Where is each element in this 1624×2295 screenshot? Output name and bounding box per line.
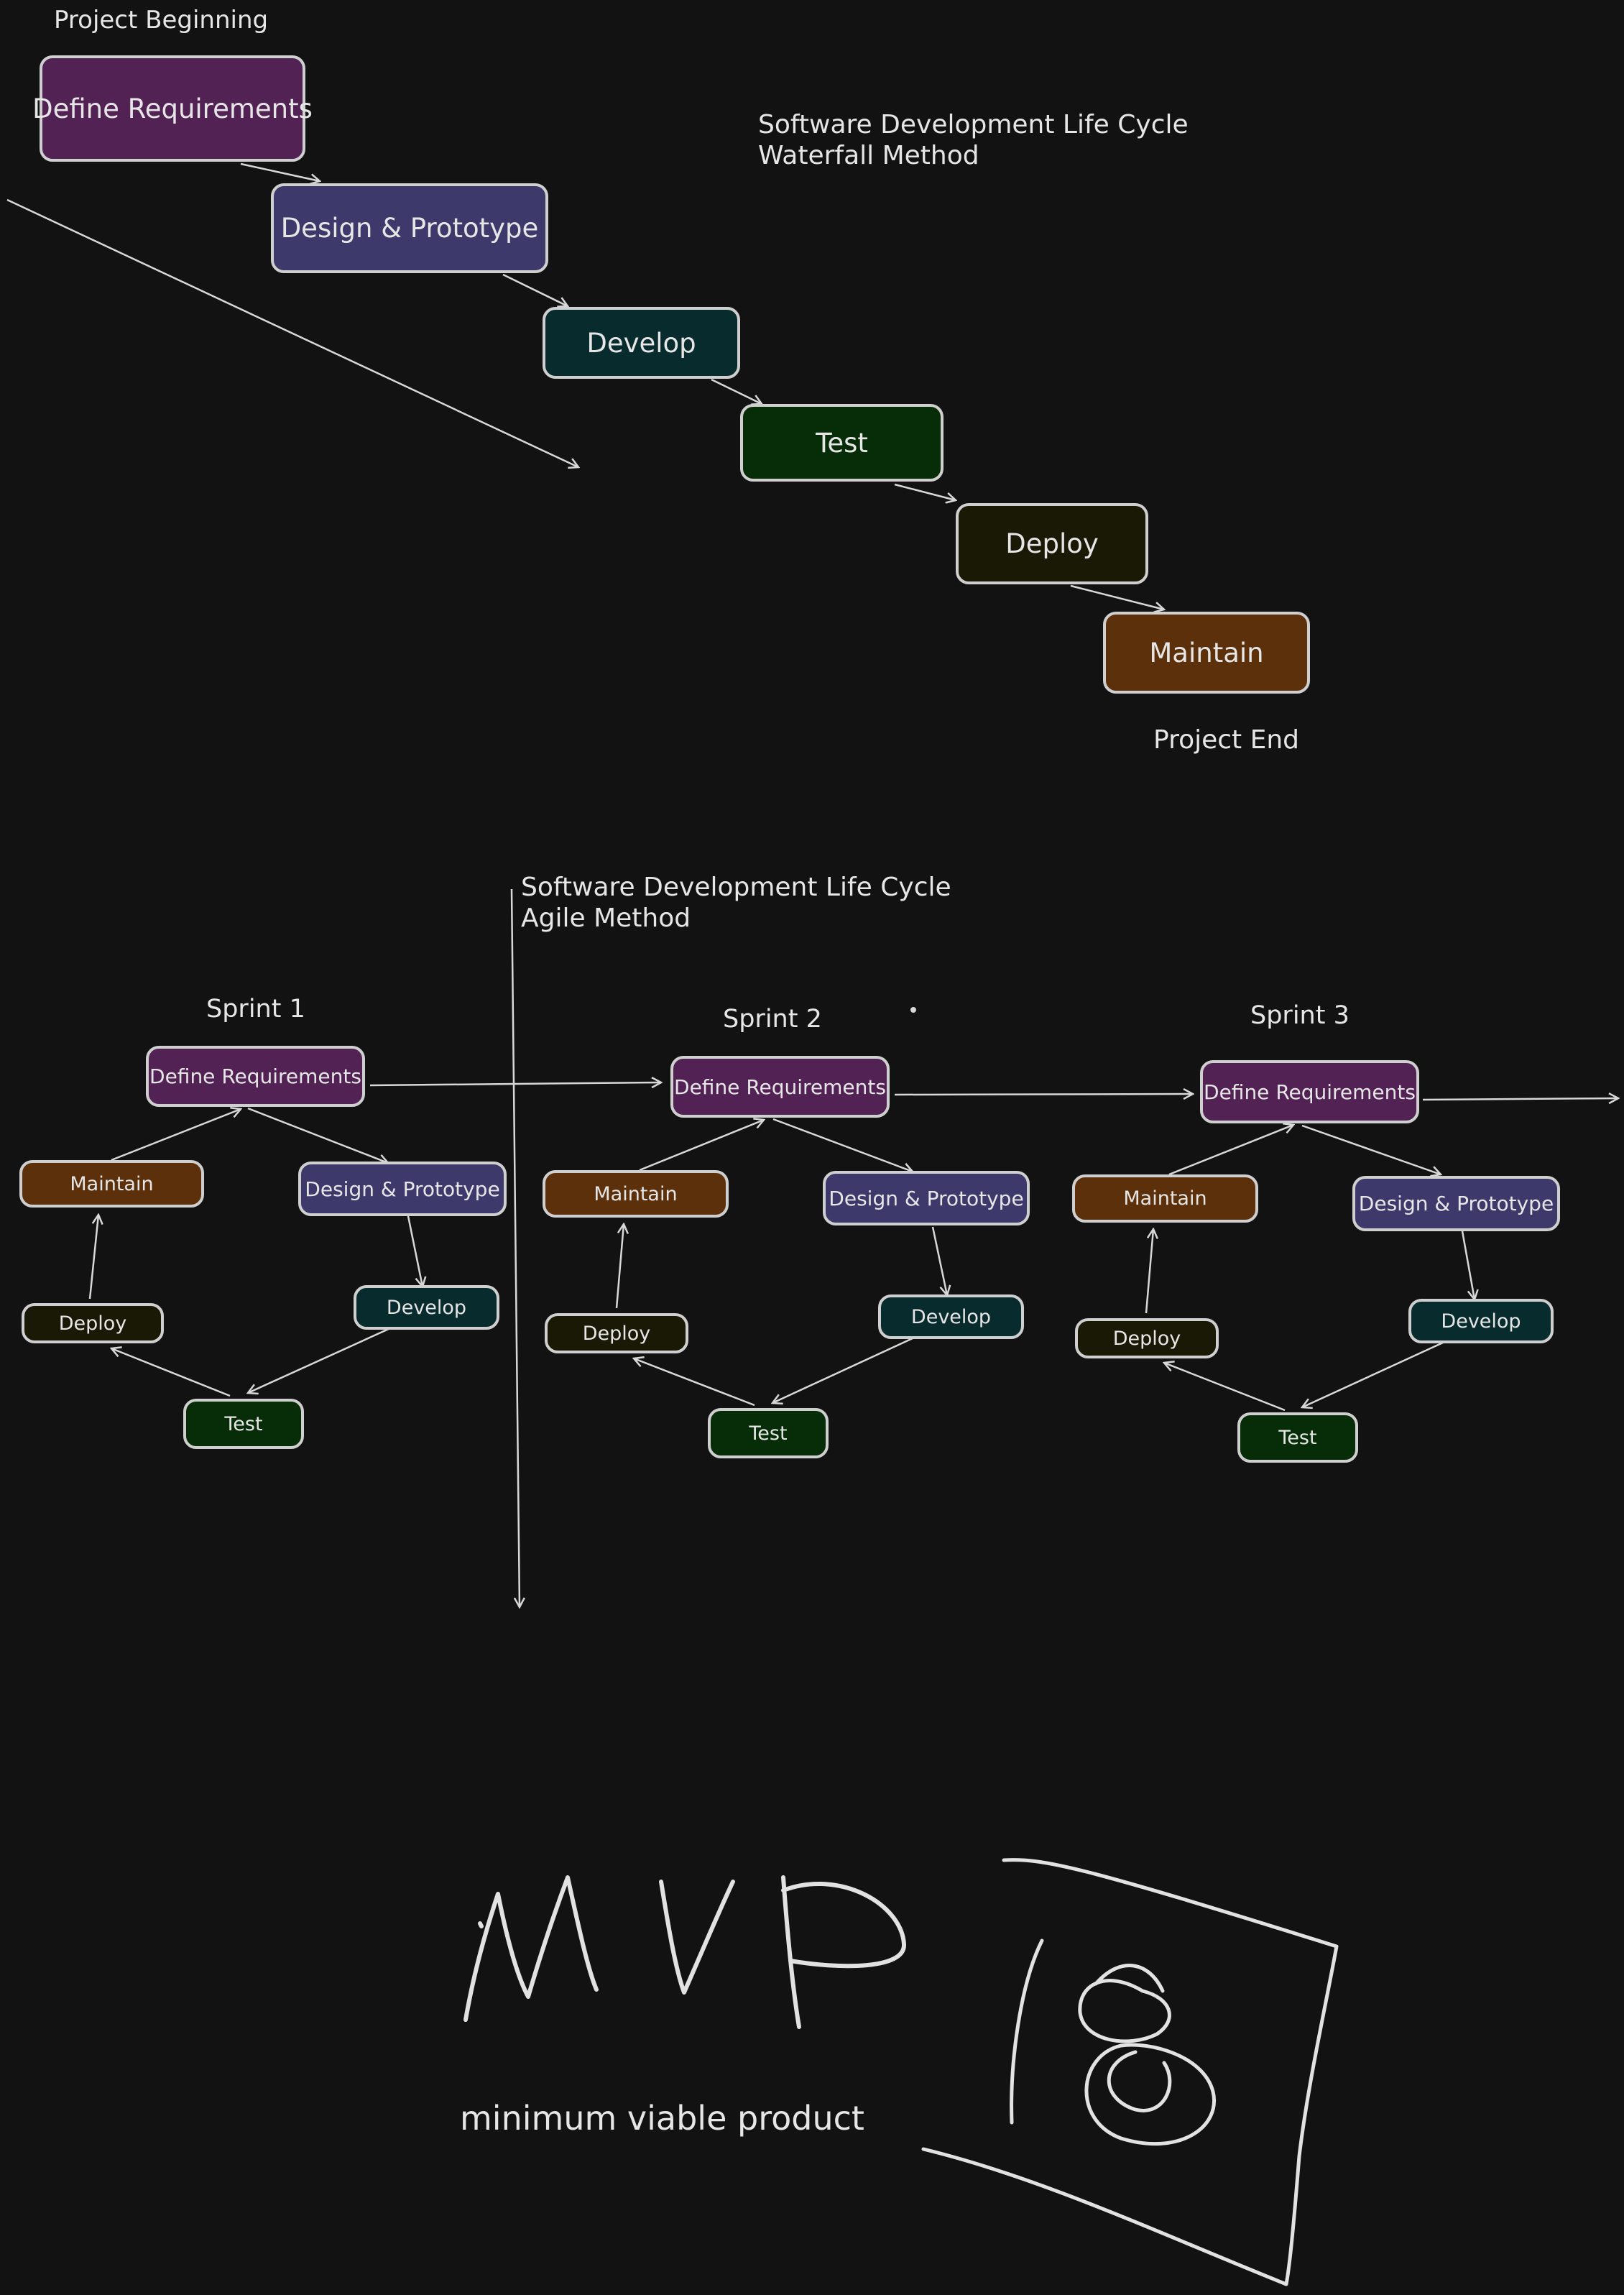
sprint-2-arrow	[615, 1224, 624, 1309]
waterfall-title-line1: Software Development Life Cycle	[758, 110, 1189, 139]
sprint-1-maintain[interactable]: Maintain	[19, 1160, 204, 1208]
sprint-2-maintain[interactable]: Maintain	[543, 1170, 729, 1218]
sprint-1-develop[interactable]: Develop	[354, 1285, 499, 1330]
sprint-3-maintain[interactable]: Maintain	[1072, 1174, 1258, 1223]
waterfall-arrow	[502, 273, 568, 306]
mvp-letter-p	[781, 1875, 907, 2029]
agile-title: Software Development Life Cycle Agile Me…	[521, 872, 951, 934]
sprint-1-arrow	[111, 1109, 241, 1162]
sprint-3-define-requirements[interactable]: Define Requirements	[1200, 1060, 1419, 1123]
sprint-2-design-prototype[interactable]: Design & Prototype	[823, 1171, 1030, 1225]
sprint-3-test[interactable]: Test	[1237, 1412, 1358, 1463]
sprint-3-develop[interactable]: Develop	[1408, 1299, 1554, 1343]
sprint-1-arrow	[88, 1215, 98, 1300]
sprint-2-arrow	[772, 1337, 913, 1403]
waterfall-deploy[interactable]: Deploy	[956, 503, 1148, 584]
sprint-1-arrow	[248, 1327, 391, 1393]
sprint-link-arrow	[894, 1094, 1193, 1095]
sprint-2-arrow	[931, 1226, 947, 1295]
sprint-2-develop[interactable]: Develop	[878, 1294, 1024, 1339]
sprint-3-design-prototype[interactable]: Design & Prototype	[1352, 1176, 1560, 1231]
sprint-1-arrow	[247, 1107, 388, 1163]
stray-dot	[910, 1007, 916, 1013]
waterfall-title: Software Development Life Cycle Waterfal…	[758, 109, 1189, 171]
waterfall-design-prototype[interactable]: Design & Prototype	[271, 183, 548, 273]
agile-title-line1: Software Development Life Cycle	[521, 873, 951, 902]
waterfall-arrow	[1070, 584, 1164, 610]
sprint-2-arrow	[634, 1358, 755, 1407]
sprint-1-label: Sprint 1	[206, 995, 305, 1024]
sketch-box-inner-stroke	[1010, 1938, 1044, 2125]
mvp-letter-m-dot	[478, 1921, 484, 1928]
sprint-1-deploy[interactable]: Deploy	[22, 1303, 164, 1343]
mvp-letters-drawing	[463, 1875, 907, 2029]
sprint-3-arrow	[1164, 1363, 1286, 1412]
sprint-3-arrow	[1145, 1229, 1153, 1314]
sprint-1-arrow	[407, 1215, 423, 1287]
waterfall-title-line2: Waterfall Method	[758, 141, 979, 171]
waterfall-develop[interactable]: Develop	[543, 307, 740, 379]
project-end-label: Project End	[1153, 725, 1300, 755]
mvp-letter-m	[463, 1875, 599, 2022]
waterfall-test[interactable]: Test	[740, 404, 944, 482]
agile-divider-arrow	[510, 888, 520, 1607]
sprint-2-arrow	[639, 1120, 764, 1172]
sprint-1-test[interactable]: Test	[183, 1399, 304, 1449]
sprint-2-define-requirements[interactable]: Define Requirements	[670, 1056, 890, 1118]
sprint-link-arrow	[369, 1082, 661, 1085]
sprint-1-define-requirements[interactable]: Define Requirements	[146, 1046, 365, 1107]
mvp-caption: minimum viable product	[460, 2099, 864, 2138]
sprint-3-arrow	[1461, 1231, 1475, 1300]
sprint-3-arrow	[1168, 1125, 1293, 1176]
agile-title-line2: Agile Method	[521, 903, 691, 934]
waterfall-arrow	[711, 378, 762, 404]
mvp-letter-v	[659, 1880, 735, 1995]
sketch-box-outline	[921, 1858, 1339, 2286]
waterfall-define-requirements[interactable]: Define Requirements	[32, 55, 313, 162]
sprint-3-label: Sprint 3	[1250, 1001, 1350, 1030]
waterfall-arrow	[894, 483, 956, 500]
sprint-2-arrow	[772, 1118, 913, 1172]
project-beginning-label: Project Beginning	[54, 6, 269, 35]
sprint-1-arrow	[111, 1348, 231, 1397]
sprint-2-deploy[interactable]: Deploy	[545, 1313, 688, 1353]
sprint-link-arrow	[1422, 1098, 1618, 1100]
sketch-eight-icon	[1078, 1964, 1216, 2146]
waterfall-timeline-arrow	[6, 198, 578, 467]
sprint-3-arrow	[1301, 1124, 1441, 1174]
waterfall-arrow	[240, 162, 320, 181]
sketch-box-drawing	[921, 1858, 1339, 2286]
waterfall-maintain[interactable]: Maintain	[1103, 612, 1310, 694]
sprint-2-label: Sprint 2	[723, 1005, 822, 1034]
sprint-3-arrow	[1302, 1341, 1444, 1407]
sprint-3-deploy[interactable]: Deploy	[1075, 1318, 1219, 1358]
sprint-2-test[interactable]: Test	[708, 1408, 829, 1458]
sprint-1-design-prototype[interactable]: Design & Prototype	[298, 1162, 507, 1216]
